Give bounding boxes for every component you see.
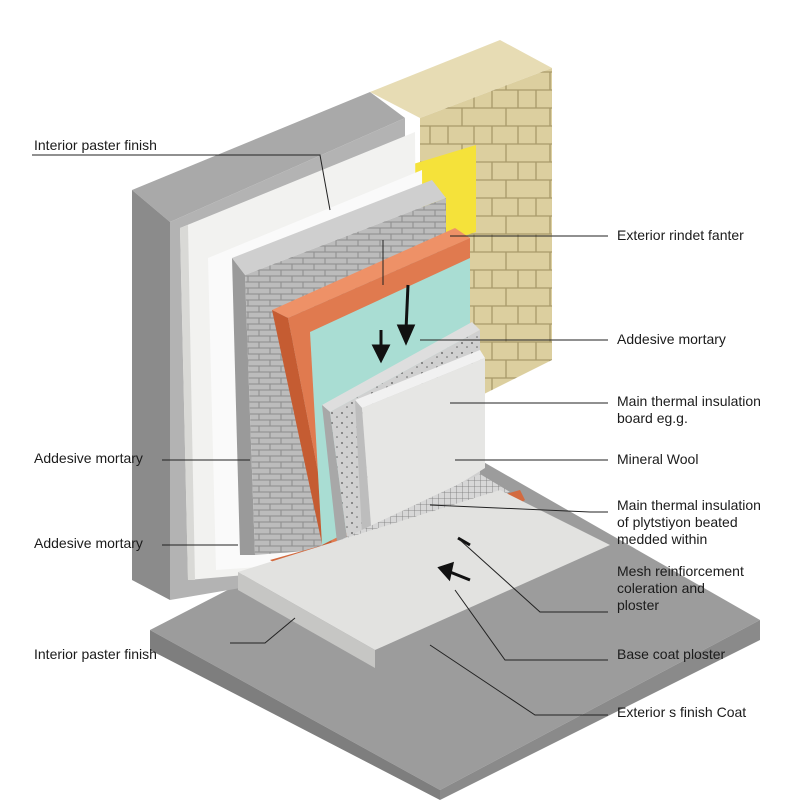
base-coat-slab: [238, 490, 610, 668]
label-main-thermal-insulation-polystyrene: Main thermal insulation of plytstiyon be…: [617, 497, 761, 547]
arrows: [371, 284, 471, 582]
label-exterior-finish-coat: Exterior s finish Coat: [617, 704, 747, 720]
label-interior-plaster-top: Interior paster finish: [34, 137, 157, 153]
label-mesh-reinforcement: Mesh reinfiorcement coleration and plost…: [617, 563, 744, 613]
label-base-coat-plaster: Base coat ploster: [617, 646, 726, 662]
label-adhesive-mortary-left-1: Addesive mortary: [34, 450, 143, 466]
label-exterior-rindlet-fanter: Exterior rindet fanter: [617, 227, 744, 243]
label-adhesive-mortary-left-2: Addesive mortary: [34, 535, 143, 551]
label-interior-plaster-bottom: Interior paster finish: [34, 646, 157, 662]
floor-slab: [150, 460, 760, 800]
label-adhesive-mortary-right: Addesive mortary: [617, 331, 726, 347]
label-main-thermal-insulation-board: Main thermal insulation board eg.g.: [617, 393, 761, 426]
label-mineral-wool: Mineral Wool: [617, 451, 699, 467]
leader-lines: [32, 154, 608, 716]
